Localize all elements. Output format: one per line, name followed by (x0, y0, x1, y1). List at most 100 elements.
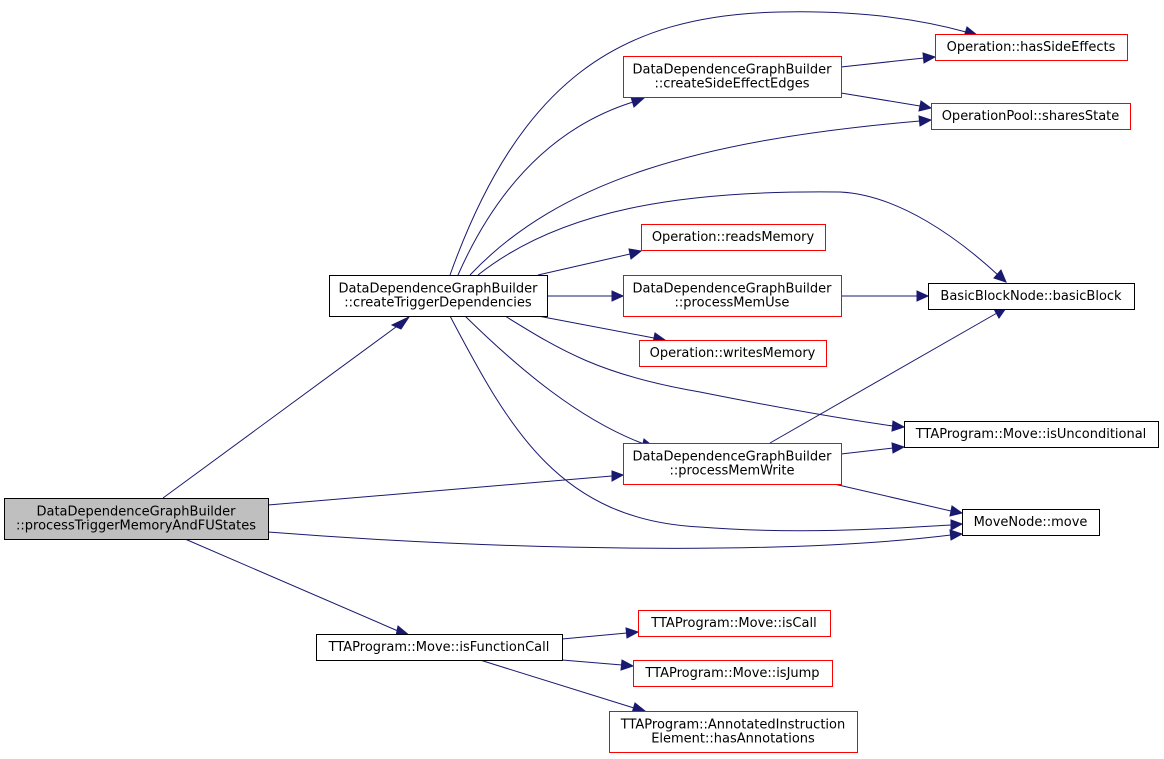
node-box[interactable] (623, 56, 842, 98)
edge-processTriggerMemoryAndFUStates-to-processMemWrite (267, 470, 625, 506)
node-box[interactable] (931, 103, 1131, 130)
node-label-line: MoveNode::move (974, 515, 1088, 530)
edge-arrowhead (891, 420, 906, 432)
node-isFunctionCall[interactable]: TTAProgram::Move::isFunctionCall (316, 634, 563, 661)
node-label-line: TTAProgram::Move::isJump (644, 666, 819, 681)
edge-arrowhead (611, 290, 625, 302)
node-label-line: OperationPool::sharesState (942, 109, 1120, 124)
node-isJump[interactable]: TTAProgram::Move::isJump (633, 660, 833, 687)
edge-line (561, 632, 628, 640)
nodes-layer: DataDependenceGraphBuilder::processTrigg… (4, 34, 1159, 753)
edge-processMemWrite-to-isUnconditional (840, 442, 906, 455)
node-box[interactable] (639, 340, 827, 367)
edge-createTriggerDependencies-to-createSideEffectEdges (457, 96, 646, 276)
node-box[interactable] (4, 498, 269, 540)
edges-layer (162, 11, 1008, 714)
node-box[interactable] (633, 660, 833, 687)
edge-arrowhead (628, 248, 643, 260)
node-box[interactable] (962, 509, 1100, 536)
edge-processTriggerMemoryAndFUStates-to-move (267, 529, 964, 549)
node-label-line: ::createSideEffectEdges (654, 77, 809, 92)
node-hasSideEffects[interactable]: Operation::hasSideEffects (935, 34, 1128, 61)
edge-line (464, 315, 645, 445)
edge-arrowhead (950, 519, 964, 531)
edge-processMemUse-to-basicBlock (841, 290, 930, 302)
node-box[interactable] (638, 610, 831, 637)
node-basicBlock[interactable]: BasicBlockNode::basicBlock (928, 283, 1135, 310)
edge-createTriggerDependencies-to-sharesState (469, 115, 933, 276)
node-label-line: DataDependenceGraphBuilder (338, 282, 538, 297)
edge-line (840, 57, 925, 68)
node-label-line: TTAProgram::Move::isFunctionCall (328, 640, 550, 655)
node-label-line: Operation::hasSideEffects (947, 40, 1116, 55)
edge-arrowhead (916, 290, 930, 302)
edge-line (833, 483, 952, 512)
node-label-line: TTAProgram::Move::isUnconditional (915, 427, 1147, 442)
edge-arrowhead (630, 96, 646, 108)
node-processMemUse[interactable]: DataDependenceGraphBuilder::processMemUs… (623, 275, 842, 317)
node-label-line: ::processMemWrite (670, 464, 795, 479)
edge-isFunctionCall-to-isCall (561, 627, 640, 640)
node-move[interactable]: MoveNode::move (962, 509, 1100, 536)
node-label-line: Operation::writesMemory (650, 346, 816, 361)
edge-line (267, 475, 613, 506)
edge-line (449, 11, 967, 276)
node-box[interactable] (316, 634, 563, 661)
node-box[interactable] (329, 275, 548, 317)
node-box[interactable] (904, 421, 1159, 448)
node-processMemWrite[interactable]: DataDependenceGraphBuilder::processMemWr… (623, 443, 842, 485)
edge-createTriggerDependencies-to-isUnconditional (504, 315, 906, 432)
node-label-line: ::createTriggerDependencies (344, 296, 532, 311)
node-hasAnnotations[interactable]: TTAProgram::AnnotatedInstructionElement:… (609, 711, 858, 753)
node-sharesState[interactable]: OperationPool::sharesState (931, 103, 1131, 130)
node-box[interactable] (928, 283, 1135, 310)
edge-createTriggerDependencies-to-readsMemory (537, 248, 643, 276)
edge-line (162, 323, 401, 499)
edge-processMemWrite-to-move (833, 483, 964, 517)
edge-line (469, 120, 921, 276)
node-label-line: TTAProgram::AnnotatedInstruction (620, 718, 845, 733)
node-label-line: ::processMemUse (675, 296, 790, 311)
node-createSideEffectEdges[interactable]: DataDependenceGraphBuilder::createSideEf… (623, 56, 842, 98)
edge-createTriggerDependencies-to-move (449, 315, 964, 532)
edge-processTriggerMemoryAndFUStates-to-createTriggerDependencies (162, 315, 411, 499)
node-writesMemory[interactable]: Operation::writesMemory (639, 340, 827, 367)
edge-line (267, 531, 952, 549)
edge-arrowhead (922, 52, 937, 64)
node-label-line: DataDependenceGraphBuilder (36, 505, 236, 520)
edge-isFunctionCall-to-isJump (561, 659, 635, 671)
edge-processTriggerMemoryAndFUStates-to-isFunctionCall (184, 538, 412, 637)
node-box[interactable] (623, 443, 842, 485)
edge-line (840, 92, 921, 107)
node-label-line: ::processTriggerMemoryAndFUStates (16, 519, 256, 534)
edge-arrowhead (918, 115, 933, 127)
edge-arrowhead (891, 442, 906, 454)
node-createTriggerDependencies[interactable]: DataDependenceGraphBuilder::createTrigge… (329, 275, 548, 317)
edge-createTriggerDependencies-to-processMemWrite (464, 315, 657, 449)
edge-line (504, 315, 894, 427)
edge-line (537, 315, 655, 339)
node-processTriggerMemoryAndFUStates[interactable]: DataDependenceGraphBuilder::processTrigg… (4, 498, 269, 540)
edge-line (769, 312, 998, 444)
edge-isFunctionCall-to-hasAnnotations (479, 659, 647, 714)
node-isUnconditional[interactable]: TTAProgram::Move::isUnconditional (904, 421, 1159, 448)
edge-line (479, 659, 635, 709)
node-label-line: Element::hasAnnotations (651, 732, 815, 747)
edge-arrowhead (611, 470, 625, 482)
node-label-line: Operation::readsMemory (652, 230, 815, 245)
edge-line (457, 101, 634, 276)
node-isCall[interactable]: TTAProgram::Move::isCall (638, 610, 831, 637)
node-box[interactable] (935, 34, 1128, 61)
node-label-line: DataDependenceGraphBuilder (632, 282, 832, 297)
edge-line (537, 253, 631, 276)
node-label-line: DataDependenceGraphBuilder (632, 450, 832, 465)
edge-createSideEffectEdges-to-sharesState (840, 92, 933, 112)
node-box[interactable] (641, 224, 826, 251)
node-readsMemory[interactable]: Operation::readsMemory (641, 224, 826, 251)
node-box[interactable] (623, 275, 842, 317)
node-box[interactable] (609, 711, 858, 753)
edge-arrowhead (620, 659, 635, 671)
node-label-line: DataDependenceGraphBuilder (632, 63, 832, 78)
edge-arrowhead (949, 505, 964, 517)
edge-arrowhead (993, 269, 1007, 283)
